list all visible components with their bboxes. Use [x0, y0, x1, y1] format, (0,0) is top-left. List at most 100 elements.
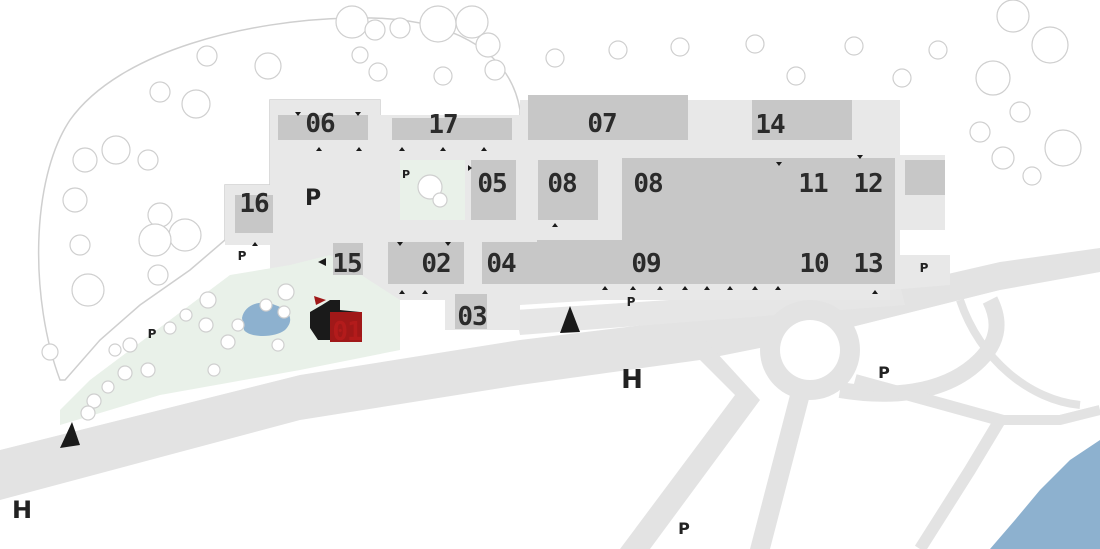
- building-17-shape[interactable]: [392, 118, 512, 140]
- tree: [271, 338, 285, 352]
- building-label-12[interactable]: 12: [853, 169, 883, 199]
- tree: [86, 393, 102, 409]
- building-east-shape[interactable]: [905, 160, 945, 195]
- building-label-04[interactable]: 04: [486, 249, 517, 279]
- parking-label[interactable]: P: [305, 186, 321, 211]
- tree: [69, 234, 91, 256]
- tree: [786, 66, 806, 86]
- tree: [996, 0, 1030, 33]
- tree: [220, 334, 236, 350]
- tree: [179, 308, 193, 322]
- tree: [41, 343, 59, 361]
- building-16-shape[interactable]: [235, 195, 273, 233]
- tree: [433, 66, 453, 86]
- poi-labels: P P P P P P P P H H: [12, 168, 929, 538]
- parking-label[interactable]: P: [920, 261, 929, 275]
- road-east-branch: [956, 298, 1081, 409]
- building-label-05[interactable]: 05: [477, 169, 507, 199]
- building-label-11[interactable]: 11: [798, 169, 829, 199]
- building-04-shape[interactable]: [482, 242, 537, 284]
- entrance-arrow[interactable]: [60, 422, 80, 448]
- tree: [455, 5, 489, 39]
- tree: [1044, 129, 1082, 167]
- tree: [969, 121, 991, 143]
- door-marker: [252, 242, 258, 246]
- parking-label[interactable]: P: [878, 363, 890, 382]
- building-label-10[interactable]: 10: [799, 249, 830, 279]
- building-15-shape[interactable]: [333, 243, 363, 275]
- parking-label[interactable]: P: [678, 519, 690, 538]
- tree: [80, 405, 96, 421]
- building-label-14[interactable]: 14: [755, 110, 786, 140]
- entrance-arrow[interactable]: [560, 306, 580, 333]
- tree: [1031, 26, 1069, 64]
- parking-label[interactable]: P: [402, 168, 410, 181]
- building-label-15[interactable]: 15: [332, 249, 362, 279]
- tree: [484, 59, 506, 81]
- building-label-16[interactable]: 16: [239, 189, 270, 219]
- building-label-01[interactable]: 01: [332, 317, 363, 347]
- door-marker: [872, 290, 878, 294]
- building-07-shape[interactable]: [528, 95, 688, 140]
- tree: [108, 343, 122, 357]
- door-marker: [356, 147, 362, 151]
- buildings: [235, 95, 945, 329]
- door-markers: [252, 112, 878, 294]
- building-02-shape[interactable]: [388, 242, 464, 284]
- tree: [72, 147, 98, 173]
- tree: [198, 317, 214, 333]
- tree: [231, 318, 245, 332]
- tree: [163, 321, 177, 335]
- tree: [277, 305, 291, 319]
- door-marker: [397, 242, 403, 246]
- tree: [844, 36, 864, 56]
- building-label-03[interactable]: 03: [457, 302, 487, 332]
- river-water: [990, 440, 1100, 549]
- door-marker: [295, 112, 301, 116]
- building-label-13[interactable]: 13: [853, 249, 883, 279]
- tree: [745, 34, 765, 54]
- building-10-13-shape[interactable]: [787, 238, 895, 284]
- building-08a-shape[interactable]: [538, 160, 598, 220]
- tree: [196, 45, 218, 67]
- door-marker: [704, 286, 710, 290]
- building-14-shape[interactable]: [752, 100, 852, 140]
- bus-stop-label[interactable]: H: [621, 365, 643, 395]
- road-south-east: [853, 374, 1010, 549]
- tree: [277, 283, 295, 301]
- trees: [41, 0, 1082, 421]
- entrance-arrows: [60, 258, 580, 448]
- tree: [928, 40, 948, 60]
- parking-label[interactable]: P: [238, 249, 247, 263]
- building-label-06[interactable]: 06: [305, 109, 336, 139]
- tree: [975, 60, 1011, 96]
- road-far-east: [1000, 405, 1100, 425]
- building-label-07[interactable]: 07: [587, 109, 617, 139]
- tree: [364, 19, 386, 41]
- door-marker: [752, 286, 758, 290]
- building-06-shape[interactable]: [278, 115, 368, 140]
- building-label-17[interactable]: 17: [428, 110, 458, 140]
- parking-label[interactable]: P: [627, 295, 636, 309]
- tree: [892, 68, 912, 88]
- door-marker: [776, 162, 782, 166]
- building-01-highlight[interactable]: [310, 296, 362, 342]
- building-label-08[interactable]: 08: [633, 169, 664, 199]
- door-marker: [630, 286, 636, 290]
- building-label-02[interactable]: 02: [421, 249, 451, 279]
- door-marker: [445, 242, 451, 246]
- bus-stop-label[interactable]: H: [12, 496, 32, 524]
- building-label-09[interactable]: 09: [631, 249, 661, 279]
- building-05-shape[interactable]: [471, 160, 516, 220]
- tree: [101, 380, 115, 394]
- tree: [140, 362, 156, 378]
- tree: [168, 218, 202, 252]
- building-label-08[interactable]: 08: [547, 169, 578, 199]
- tree: [419, 5, 457, 43]
- building-03-shape[interactable]: [455, 294, 487, 329]
- parking-label[interactable]: P: [148, 327, 157, 341]
- door-marker: [602, 286, 608, 290]
- building-09-shape[interactable]: [537, 240, 787, 284]
- building-08b-shape[interactable]: [622, 158, 895, 240]
- tree: [351, 46, 369, 64]
